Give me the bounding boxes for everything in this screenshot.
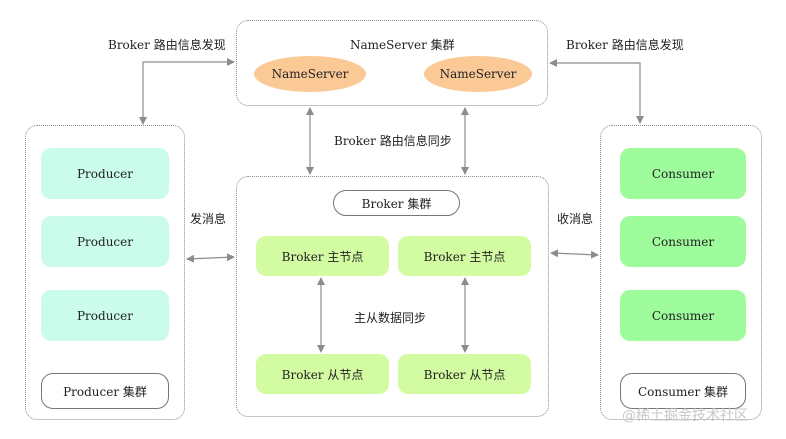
consumer-node-3: Consumer xyxy=(620,290,746,341)
label-receive: 收消息 xyxy=(557,212,594,226)
broker-slave-node-1: Broker 从节点 xyxy=(256,354,389,394)
label-route-sync: Broker 路由信息同步 xyxy=(334,134,452,148)
producer-node-1: Producer xyxy=(41,148,169,199)
broker-cluster-group xyxy=(236,176,549,417)
broker-master-node-2: Broker 主节点 xyxy=(398,236,531,276)
edge-right-discovery xyxy=(549,59,644,124)
producer-node-2: Producer xyxy=(41,216,169,267)
edge-left-discovery xyxy=(139,58,235,125)
edge-receive xyxy=(550,249,599,259)
edge-send xyxy=(186,253,235,263)
label-right-discovery: Broker 路由信息发现 xyxy=(566,38,684,52)
consumer-cluster-group xyxy=(600,125,762,420)
label-send: 发消息 xyxy=(190,212,227,226)
broker-slave-node-2: Broker 从节点 xyxy=(398,354,531,394)
nameserver-cluster-title: NameServer 集群 xyxy=(350,38,455,52)
nameserver-node-1: NameServer xyxy=(254,56,366,92)
nameserver-cluster-group xyxy=(236,20,548,106)
label-master-slave-sync: 主从数据同步 xyxy=(354,311,427,325)
broker-master-node-1: Broker 主节点 xyxy=(256,236,389,276)
broker-cluster-label: Broker 集群 xyxy=(333,190,460,216)
producer-cluster-label: Producer 集群 xyxy=(41,373,169,409)
producer-node-3: Producer xyxy=(41,290,169,341)
nameserver-node-2: NameServer xyxy=(424,56,532,92)
consumer-node-1: Consumer xyxy=(620,148,746,199)
producer-cluster-group xyxy=(25,125,185,420)
label-left-discovery: Broker 路由信息发现 xyxy=(108,38,226,52)
consumer-node-2: Consumer xyxy=(620,216,746,267)
consumer-cluster-label: Consumer 集群 xyxy=(620,373,746,409)
watermark: @稀土掘金技术社区 xyxy=(622,408,748,424)
